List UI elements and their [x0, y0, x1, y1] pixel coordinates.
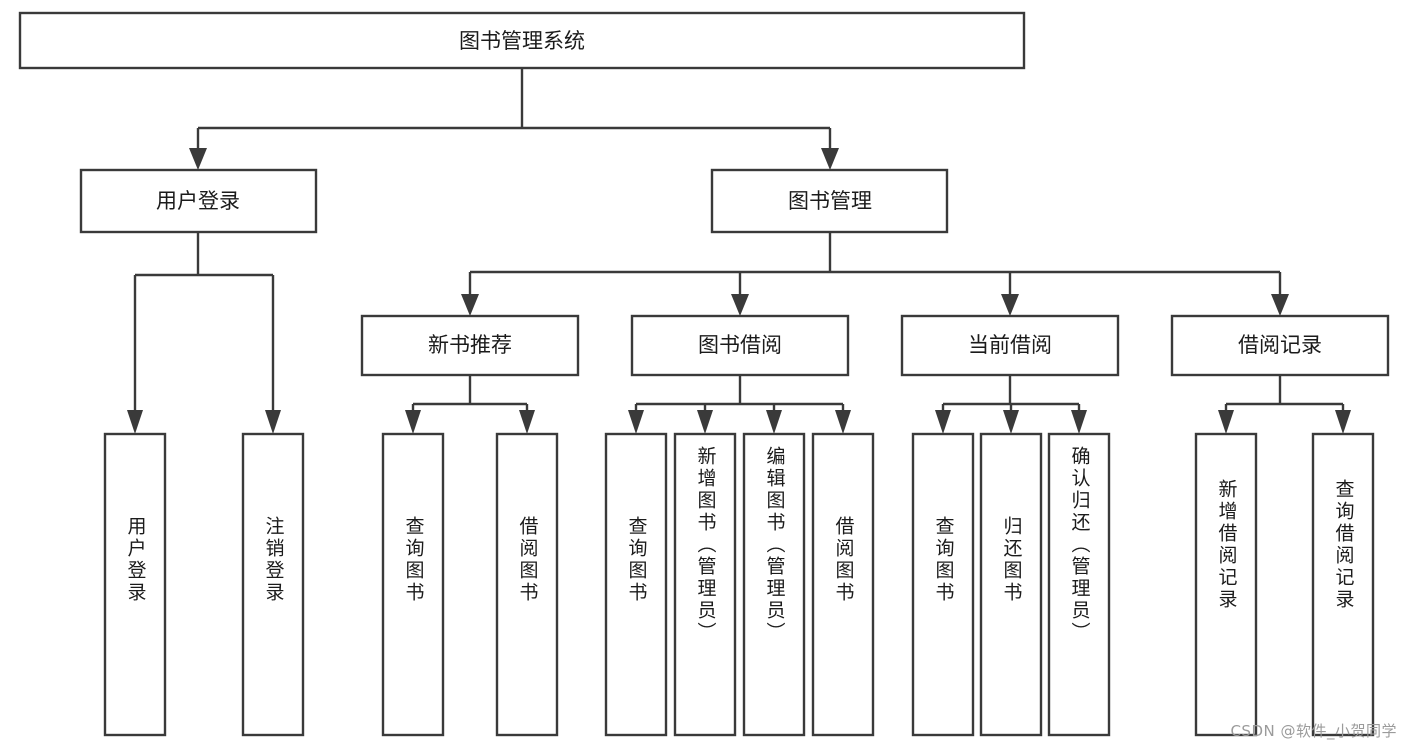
leaf-query-book-2-box[interactable] — [604, 432, 668, 737]
leaf-boxes-new-book-recommend — [381, 432, 559, 737]
leaf-confirm-return-admin-box[interactable] — [1047, 432, 1111, 737]
leaf-query-borrow-record-box[interactable] — [1311, 432, 1375, 737]
connector-group-new-book-recommend — [405, 375, 535, 434]
arrow-head-leaf-add-book-admin — [697, 410, 713, 434]
leaf-boxes-book-borrow — [604, 432, 875, 737]
arrow-head-leaf-confirm-return-admin — [1071, 410, 1087, 434]
arrow-head-leaf-user-login — [127, 410, 143, 434]
arrow-head-leaf-query-book-2 — [628, 410, 644, 434]
connector-group-book-borrow — [628, 375, 851, 434]
node-current-borrow-box[interactable] — [900, 314, 1120, 377]
arrow-head-book-management — [821, 148, 839, 170]
node-new-book-recommend-box[interactable] — [360, 314, 580, 377]
watermark-text: CSDN @软件_小贺同学 — [1230, 722, 1397, 740]
leaf-boxes-borrow-record — [1194, 432, 1375, 737]
node-book-borrow-box[interactable] — [630, 314, 850, 377]
arrow-head-leaf-edit-book-admin — [766, 410, 782, 434]
connector-group-root — [189, 69, 839, 170]
arrow-head-leaf-borrow-book-1 — [519, 410, 535, 434]
arrow-head-leaf-query-borrow-record — [1335, 410, 1351, 434]
leaf-query-book-3-box[interactable] — [911, 432, 975, 737]
node-current-borrow[interactable]: 当前借阅 — [900, 314, 1120, 377]
leaf-query-book-1-box[interactable] — [381, 432, 445, 737]
node-user-login-label: 用户登录 — [156, 189, 240, 213]
node-root-label: 图书管理系统 — [459, 29, 585, 53]
arrow-head-user-login — [189, 148, 207, 170]
arrow-head-leaf-logout-login — [265, 410, 281, 434]
arrow-head-book-borrow — [731, 294, 749, 316]
node-book-borrow-label: 图书借阅 — [698, 333, 782, 357]
arrow-head-leaf-add-borrow-record — [1218, 410, 1234, 434]
leaf-return-book-box[interactable] — [979, 432, 1043, 737]
leaf-add-book-admin-box[interactable] — [673, 432, 737, 737]
connector-group-current-borrow — [935, 375, 1087, 434]
node-user-login-box[interactable] — [79, 168, 318, 234]
arrow-head-leaf-return-book — [1003, 410, 1019, 434]
leaf-edit-book-admin-box[interactable] — [742, 432, 806, 737]
leaf-borrow-book-2-box[interactable] — [811, 432, 875, 737]
leaf-add-borrow-record-box[interactable] — [1194, 432, 1258, 737]
arrow-head-leaf-query-book-1 — [405, 410, 421, 434]
node-book-management-box[interactable] — [710, 168, 949, 234]
arrow-head-leaf-borrow-book-2 — [835, 410, 851, 434]
node-book-management-label: 图书管理 — [788, 189, 872, 213]
node-new-book-recommend-label: 新书推荐 — [428, 333, 512, 357]
arrow-head-borrow-record — [1271, 294, 1289, 316]
connector-group-borrow-record — [1218, 375, 1351, 434]
node-book-management[interactable]: 图书管理 — [710, 168, 949, 234]
node-root-box[interactable] — [18, 11, 1026, 70]
node-current-borrow-label: 当前借阅 — [968, 333, 1052, 357]
arrow-head-current-borrow — [1001, 294, 1019, 316]
node-borrow-record-label: 借阅记录 — [1238, 333, 1322, 357]
leaf-boxes-user-login — [103, 432, 305, 737]
node-borrow-record[interactable]: 借阅记录 — [1170, 314, 1390, 377]
node-new-book-recommend[interactable]: 新书推荐 — [360, 314, 580, 377]
arrow-head-leaf-query-book-3 — [935, 410, 951, 434]
node-book-borrow[interactable]: 图书借阅 — [630, 314, 850, 377]
connector-group-user-login — [127, 232, 281, 434]
arrow-head-new-book-recommend — [461, 294, 479, 316]
connector-group-book-management — [461, 232, 1289, 316]
leaf-boxes-current-borrow — [911, 432, 1111, 737]
node-user-login[interactable]: 用户登录 — [79, 168, 318, 234]
leaf-user-login-box[interactable] — [103, 432, 167, 737]
node-root[interactable]: 图书管理系统 — [18, 11, 1026, 70]
leaf-borrow-book-1-box[interactable] — [495, 432, 559, 737]
node-borrow-record-box[interactable] — [1170, 314, 1390, 377]
leaf-logout-login-box[interactable] — [241, 432, 305, 737]
